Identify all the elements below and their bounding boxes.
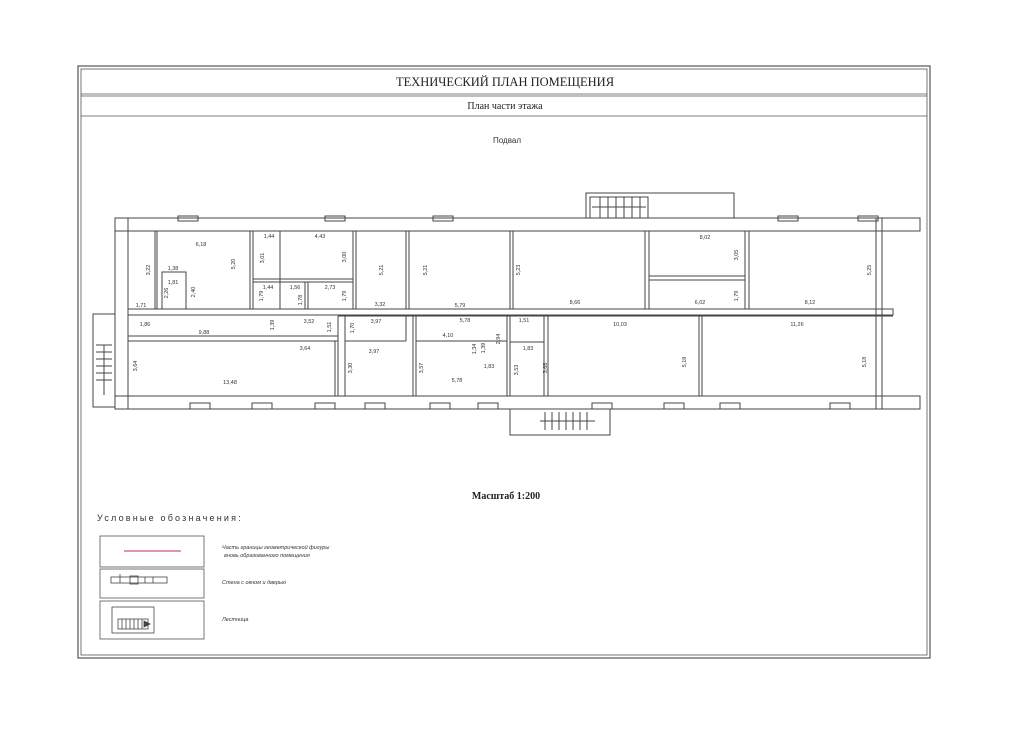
dim-label: 1,71 bbox=[136, 303, 147, 309]
dim-label: 9,88 bbox=[199, 330, 210, 336]
dim-label: 3,64 bbox=[300, 346, 311, 352]
left-stair bbox=[92, 313, 116, 408]
dim-label: 8,02 bbox=[700, 235, 711, 241]
dim-label: 3,57 bbox=[419, 363, 425, 374]
dim-label: 1,78 bbox=[298, 295, 304, 306]
dim-label: 2,26 bbox=[164, 288, 170, 299]
dim-label: 1,34 bbox=[472, 344, 478, 355]
legend-label: Стена с окном и дверью bbox=[222, 580, 286, 586]
dim-label: 6,18 bbox=[196, 242, 207, 248]
corridor-wall-lower bbox=[127, 335, 339, 342]
dim-label: 5,18 bbox=[862, 357, 868, 368]
dim-label: 3,01 bbox=[260, 253, 266, 264]
dim-label: 1,44 bbox=[264, 234, 275, 240]
bottom-wall bbox=[114, 395, 921, 410]
dim-label: 10,03 bbox=[613, 322, 627, 328]
top-stair bbox=[585, 192, 735, 219]
legend-item-stair: Лестница bbox=[99, 600, 248, 640]
dim-label: 1,79 bbox=[259, 291, 265, 302]
dim-label: 3,30 bbox=[348, 363, 354, 374]
dim-label: 3,64 bbox=[133, 361, 139, 372]
dim-label: 1,83 bbox=[484, 364, 495, 370]
legend-label: Лестница bbox=[221, 617, 248, 623]
dim-label: 1,81 bbox=[168, 280, 179, 286]
dimension-labels: 6,18 5,20 3,22 1,38 1,81 2,26 2,40 1,71 … bbox=[133, 234, 873, 386]
dim-label: 1,51 bbox=[519, 318, 530, 324]
outer-frame bbox=[77, 65, 931, 659]
dim-label: 1,79 bbox=[342, 291, 348, 302]
dim-label: 2,94 bbox=[496, 334, 502, 345]
dim-label: 8,12 bbox=[805, 300, 816, 306]
dim-label: 5,21 bbox=[423, 265, 429, 276]
legend-label: Часть границы геометрической фигуры bbox=[222, 544, 329, 551]
scale-label: Масштаб 1:200 bbox=[472, 491, 540, 502]
stair-arrow-icon bbox=[143, 620, 151, 628]
plan-title: ТЕХНИЧЕСКИЙ ПЛАН ПОМЕЩЕНИЯ bbox=[396, 75, 614, 89]
dim-label: 2,73 bbox=[325, 285, 336, 291]
dim-label: 2,40 bbox=[191, 287, 197, 298]
dim-label: 3,97 bbox=[371, 319, 382, 325]
dim-label: 1,51 bbox=[327, 322, 333, 333]
dim-label: 3,97 bbox=[369, 349, 380, 355]
dim-label: 5,21 bbox=[379, 265, 385, 276]
inner-frame bbox=[80, 68, 928, 656]
top-wall bbox=[114, 217, 921, 232]
dim-label: 5,79 bbox=[455, 303, 466, 309]
legend-item-wall: Стена с окном и дверью bbox=[99, 568, 286, 599]
dim-label: 1,39 bbox=[270, 320, 276, 331]
legend-heading: Условные обозначения: bbox=[97, 513, 243, 523]
floor-label: Подвал bbox=[493, 136, 521, 145]
dim-label: 3,00 bbox=[342, 252, 348, 263]
bottom-stair bbox=[509, 408, 611, 436]
right-wall bbox=[875, 217, 883, 410]
dim-label: 5,78 bbox=[460, 318, 471, 324]
dim-label: 3,53 bbox=[514, 365, 520, 376]
dim-label: 6,02 bbox=[695, 300, 706, 306]
dim-label: 1,56 bbox=[290, 285, 301, 291]
dim-label: 1,86 bbox=[140, 322, 151, 328]
dim-label: 3,05 bbox=[734, 250, 740, 261]
dim-label: 5,78 bbox=[452, 378, 463, 384]
dim-label: 1,44 bbox=[263, 285, 274, 291]
dim-label: 5,20 bbox=[231, 259, 237, 270]
legend-label: вновь образованного помещения bbox=[224, 553, 310, 559]
dim-label: 3,32 bbox=[375, 302, 386, 308]
dim-label: 13,48 bbox=[223, 380, 237, 386]
dim-label: 11,26 bbox=[790, 322, 803, 328]
dim-label: 3,22 bbox=[146, 265, 152, 276]
dim-label: 4,10 bbox=[443, 333, 454, 339]
dim-label: 1,38 bbox=[168, 266, 179, 272]
dim-label: 1,83 bbox=[523, 346, 534, 352]
dim-label: 8,66 bbox=[570, 300, 581, 306]
dim-label: 5,18 bbox=[682, 357, 688, 368]
plan-subtitle: План части этажа bbox=[467, 101, 543, 112]
left-wall bbox=[114, 217, 129, 410]
dim-label: 5,25 bbox=[867, 265, 873, 276]
dim-label: 3,52 bbox=[304, 319, 315, 325]
dim-label: 3,68 bbox=[543, 363, 549, 374]
legend-item-boundary: Часть границы геометрической фигуры внов… bbox=[99, 535, 329, 568]
dim-label: 1,79 bbox=[734, 291, 740, 302]
dim-label: 5,23 bbox=[516, 265, 522, 276]
corridor-wall-upper bbox=[127, 308, 894, 316]
dim-label: 1,39 bbox=[481, 343, 487, 354]
floor-plan bbox=[92, 192, 921, 436]
dim-label: 4,43 bbox=[315, 234, 326, 240]
dim-label: 1,70 bbox=[350, 323, 356, 334]
